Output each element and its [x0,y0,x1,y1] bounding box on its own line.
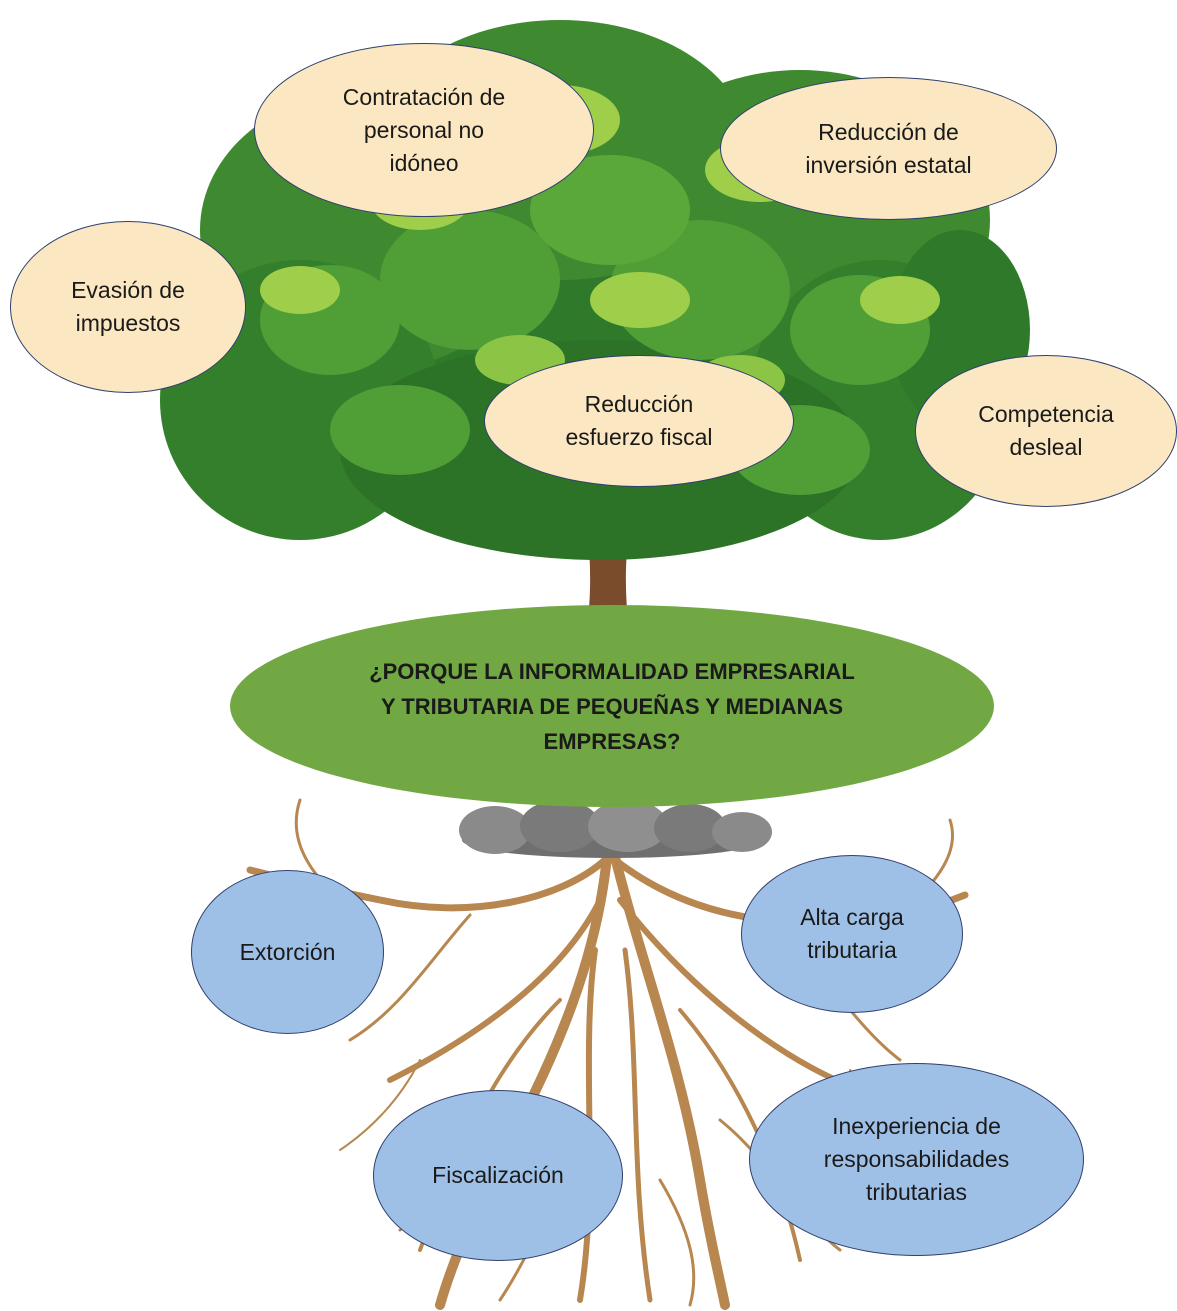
cause-label: Alta carga tributaria [800,904,904,963]
cause-bubble-tax-burden: Alta carga tributaria [741,855,963,1013]
effect-bubble-hiring: Contratación de personal no idóneo [254,43,594,217]
effect-label: Competencia desleal [978,401,1114,460]
effect-label: Reducción esfuerzo fiscal [565,391,713,450]
effect-bubble-state-investment: Reducción de inversión estatal [720,77,1057,220]
cause-bubble-enforcement: Fiscalización [373,1090,623,1261]
central-problem-ellipse: ¿PORQUE LA INFORMALIDAD EMPRESARIAL Y TR… [230,605,994,807]
effect-label: Reducción de inversión estatal [805,118,972,178]
central-problem-text: ¿PORQUE LA INFORMALIDAD EMPRESARIAL Y TR… [369,658,855,754]
cause-bubble-extortion: Extorción [191,870,384,1034]
cause-label: Fiscalización [432,1162,564,1188]
effect-label: Contratación de personal no idóneo [342,83,506,176]
effect-bubble-fiscal-effort: Reducción esfuerzo fiscal [484,355,794,487]
cause-bubble-inexperience: Inexperiencia de responsabilidades tribu… [749,1063,1084,1256]
effect-label: Evasión de impuestos [71,277,185,336]
effect-bubble-tax-evasion: Evasión de impuestos [10,221,246,393]
cause-label: Inexperiencia de responsabilidades tribu… [823,1113,1010,1205]
cause-label: Extorción [239,938,336,965]
stones [459,800,772,858]
effect-bubble-unfair-competition: Competencia desleal [915,355,1177,507]
